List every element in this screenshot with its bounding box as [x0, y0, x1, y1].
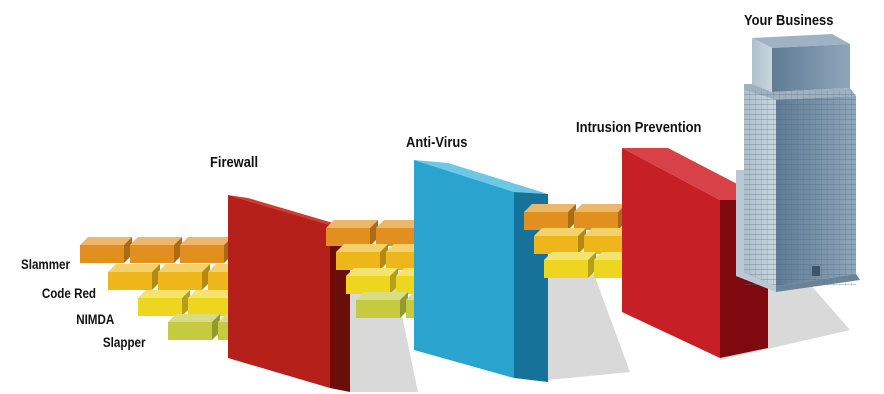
your-business-label: Your Business [744, 12, 834, 29]
threat-block-slammer [130, 237, 182, 263]
threat-block-nimda [346, 268, 398, 294]
threat-block-slapper [356, 292, 408, 318]
threat-block-slapper [168, 314, 220, 340]
threat-block-slammer [574, 204, 626, 230]
office-building-icon [736, 34, 860, 292]
threat-block-nimda [544, 252, 596, 278]
threat-block-slammer [180, 237, 232, 263]
threat-block-code-red [158, 264, 210, 290]
intrusion-prevention-label: Intrusion Prevention [576, 119, 702, 136]
threat-label-slammer: Slammer [20, 257, 70, 272]
antivirus-label: Anti-Virus [406, 134, 468, 151]
firewall-label: Firewall [210, 154, 259, 171]
threat-block-slammer [326, 220, 378, 246]
threat-label-code-red: Code Red [41, 286, 96, 301]
firewall-wall [228, 195, 350, 392]
threat-block-code-red [534, 228, 586, 254]
threat-block-code-red [108, 264, 160, 290]
antivirus-wall [414, 160, 548, 382]
threat-block-nimda [138, 290, 190, 316]
threat-label-slapper: Slapper [103, 335, 146, 350]
threat-block-code-red [336, 244, 388, 270]
threat-block-slammer [524, 204, 576, 230]
threat-label-nimda: NIMDA [75, 312, 114, 327]
threat-block-slammer [80, 237, 132, 263]
